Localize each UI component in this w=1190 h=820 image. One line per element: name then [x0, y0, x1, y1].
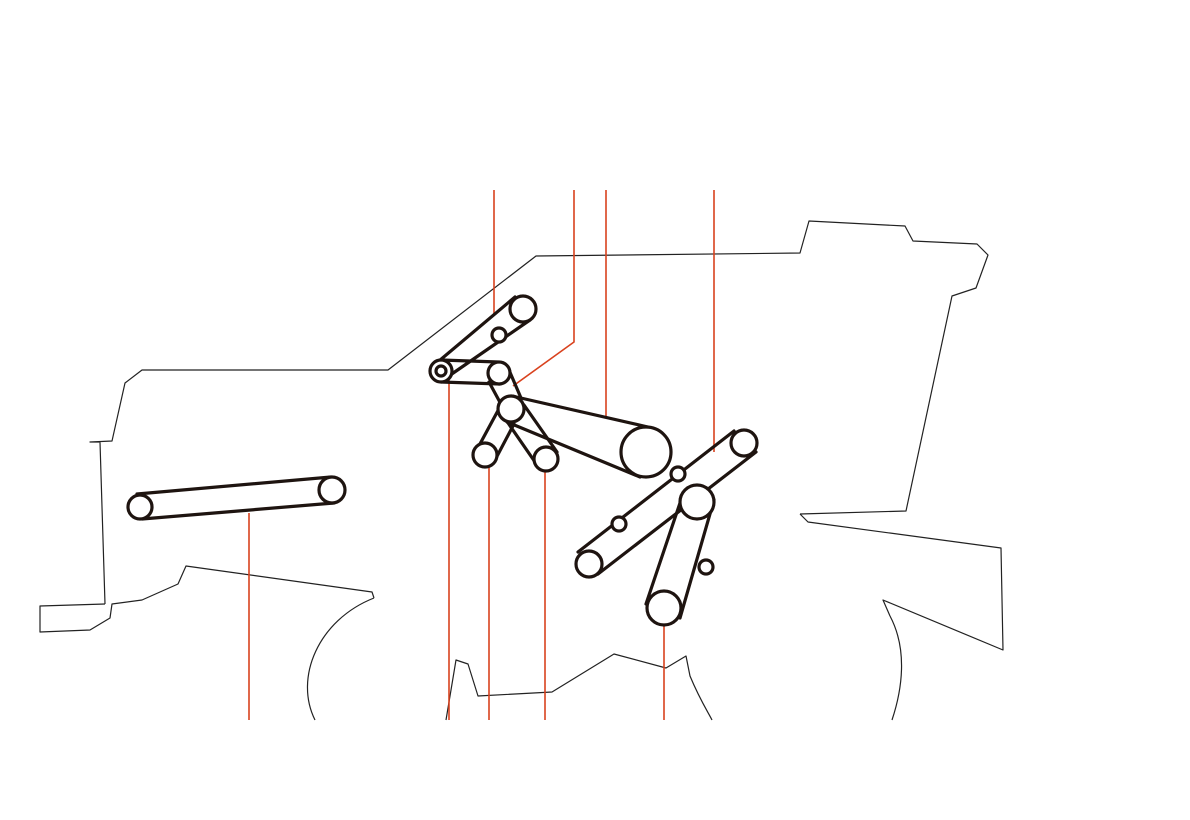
rear-wheel-arc: [889, 615, 903, 721]
leader-lines: [248, 190, 715, 720]
belt-right-lower-left: [644, 498, 683, 606]
pulley-right-idler: [669, 465, 687, 483]
belt-short-top: [439, 358, 500, 364]
pulley-header-right: [317, 475, 347, 505]
belt-right-diag-top: [576, 429, 736, 554]
belt-right-lower-right: [678, 498, 716, 620]
pulley-header-left: [126, 493, 154, 521]
belt-header-bottom: [140, 501, 336, 521]
pulley-upper-idler: [490, 326, 508, 344]
pulley-right-left: [574, 549, 604, 579]
pulley-right-top: [729, 428, 759, 458]
header-outline: [39, 565, 375, 633]
pulley-v-right: [532, 445, 560, 473]
belt-header-top: [135, 475, 333, 496]
pulley-center-hub: [496, 394, 526, 424]
pulley-right-hub: [678, 483, 716, 521]
frame-center-outline: [445, 653, 713, 721]
machine-outline: [39, 220, 1004, 721]
body-upper-outline: [89, 220, 989, 605]
pulley-drive-left-inner: [434, 364, 448, 378]
belt-upper-left-bottom: [444, 318, 532, 380]
belt-upper-left-top: [431, 295, 517, 368]
pulley-right-small: [610, 515, 628, 533]
leader-line-center: [512, 190, 575, 387]
pulley-right-bottom: [645, 589, 683, 627]
pulley-v-left: [471, 441, 499, 469]
belt-v-right-outer: [522, 403, 559, 454]
belts: [135, 295, 758, 620]
pulley-large: [619, 425, 673, 479]
pulleys: [126, 294, 759, 627]
pulley-short-right: [486, 360, 512, 386]
front-wheel-arc: [306, 597, 375, 721]
belt-v-right-inner: [504, 418, 537, 464]
body-lower-outline: [799, 513, 1004, 651]
pulley-right-tension: [697, 558, 715, 576]
belt-long-top: [510, 394, 650, 429]
pulley-upper-top: [508, 294, 538, 324]
belt-long-bottom: [505, 420, 642, 479]
